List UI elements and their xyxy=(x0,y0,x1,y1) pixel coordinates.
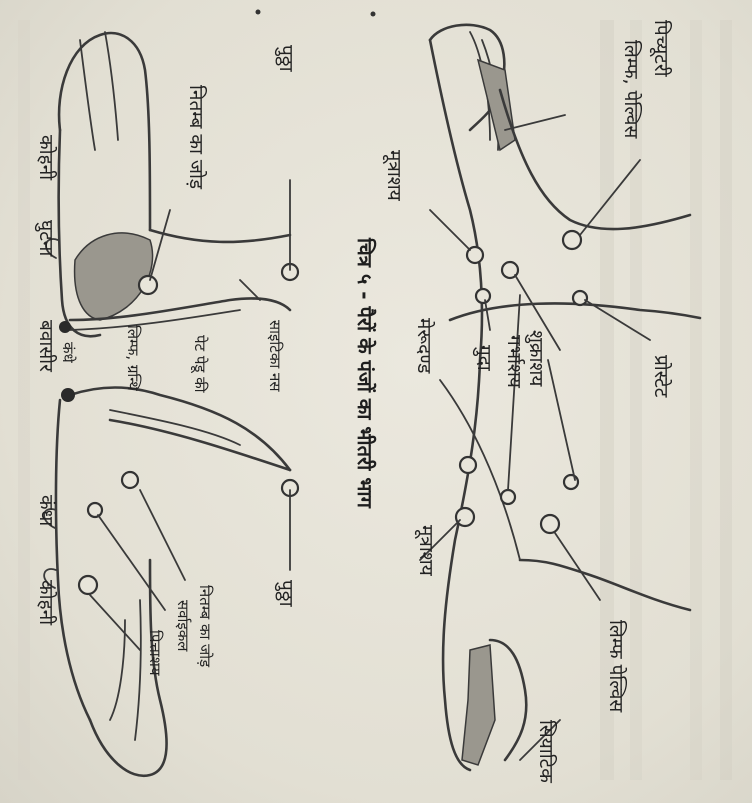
label-garbhashay: गर्भाशय xyxy=(503,335,526,389)
label-lymph-pelvis-top: लिम्फ, पेल्विस xyxy=(620,40,643,139)
right-foot-labels: पिच्यूटरी लिम्फ, पेल्विस मूत्राशय मेरूदण… xyxy=(382,20,673,783)
label-merudand: मेरूदण्ड xyxy=(413,318,436,374)
right-foot-outline xyxy=(430,25,700,770)
label-nitamb-joint: नितम्ब का जोड़ xyxy=(185,85,208,190)
label-kohni-2: कोहनी xyxy=(35,580,58,626)
left-feet-outline xyxy=(44,32,290,776)
label-putthha-bottom: पुठ्ठा xyxy=(274,580,297,608)
label-lymph-groin: लिम्फ, ग्रन्थि xyxy=(124,325,142,391)
label-bawasir: बवासीर xyxy=(35,320,58,373)
label-ghutna: घुटना xyxy=(34,220,57,257)
label-putthha-top: पुठ्ठा xyxy=(274,45,297,73)
label-pitch-right: पिच्यूटरी xyxy=(649,20,673,78)
label-mutrashay-mid: मूत्राशय xyxy=(414,525,437,577)
label-kohni: कोहनी xyxy=(35,135,58,181)
label-siyatika: सियाटिक xyxy=(535,720,558,783)
label-kandha: कंधा xyxy=(35,495,57,527)
speck xyxy=(256,10,261,15)
label-nitamb-joint-2: नितम्ब का जोड़ xyxy=(196,585,214,668)
label-prostate: प्रोस्टेट xyxy=(650,355,673,398)
label-sarvaicalcord: सर्वाइकल xyxy=(174,600,192,652)
label-pet-pedu: पेट पेडू की xyxy=(190,335,209,394)
label-kandhe: कंधे xyxy=(59,342,77,364)
label-shukrashay: शुक्राशय xyxy=(524,330,547,387)
figure-caption: चित्र ५ - पैरों के पंजों का भीतरी भाग xyxy=(353,237,377,509)
label-sciatic-nerve: साइटिका नस xyxy=(266,320,284,392)
label-lymph-pelvis-bottom: लिम्फ पेल्विस xyxy=(605,620,628,713)
speck xyxy=(371,12,376,17)
label-pittashay: पित्ताशय xyxy=(146,630,164,676)
label-mutrashay-top: मूत्राशय xyxy=(382,150,405,202)
label-guda: गुदा xyxy=(472,345,495,372)
left-feet-labels: पुठ्ठा नितम्ब का जोड़ कोहनी घुटना साइटिक… xyxy=(34,45,297,676)
